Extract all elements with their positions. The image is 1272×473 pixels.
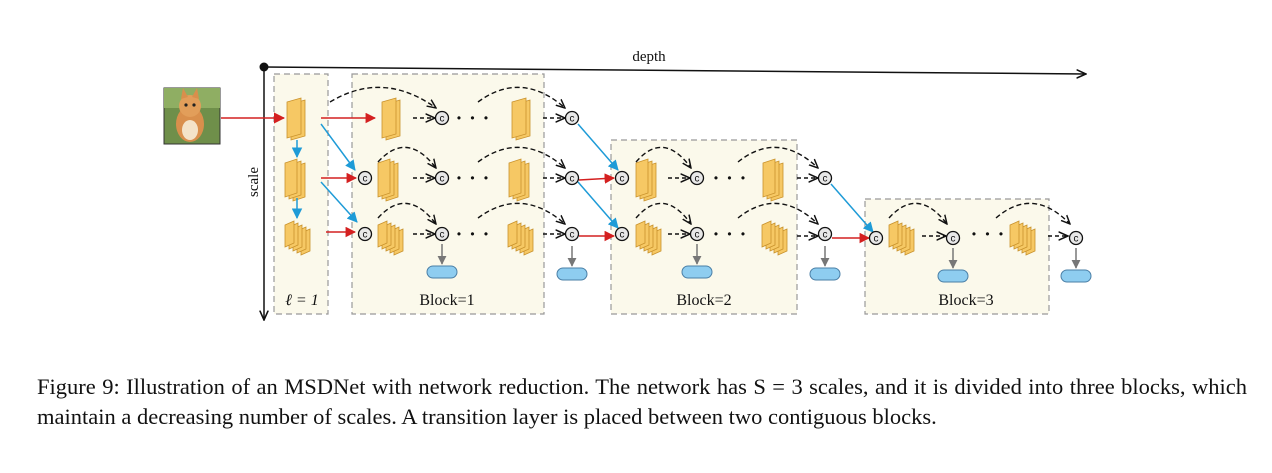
caption-text: Figure 9: Illustration of an MSDNet with… bbox=[37, 374, 1247, 429]
classifier-node bbox=[556, 267, 588, 281]
concat-node: c bbox=[564, 170, 580, 186]
concat-symbol: c bbox=[1074, 234, 1079, 245]
concat-node: c bbox=[1068, 230, 1084, 246]
concat-node: c bbox=[357, 226, 373, 242]
scale-label: scale bbox=[246, 167, 262, 197]
dense-connection-arc bbox=[995, 202, 1070, 224]
dense-connection-arc bbox=[329, 86, 436, 108]
block2-label: Block=2 bbox=[676, 292, 731, 309]
concat-symbol: c bbox=[951, 234, 956, 245]
block1-label: Block=1 bbox=[419, 292, 474, 309]
dense-connection-arc bbox=[737, 202, 818, 224]
feature-map-scale3 bbox=[284, 220, 311, 256]
ellipsis: • • • bbox=[457, 111, 491, 125]
concat-symbol: c bbox=[440, 230, 445, 241]
feature-map-scale3 bbox=[761, 220, 788, 256]
feature-map-scale1 bbox=[511, 97, 531, 141]
concat-node: c bbox=[868, 230, 884, 246]
concat-node: c bbox=[434, 226, 450, 242]
dense-connection-arc bbox=[377, 146, 436, 168]
concat-symbol: c bbox=[570, 230, 575, 241]
concat-node: c bbox=[564, 226, 580, 242]
depth-label: depth bbox=[632, 49, 666, 65]
concat-node: c bbox=[434, 110, 450, 126]
dense-connection-arc bbox=[377, 202, 436, 224]
ellipsis: • • • bbox=[457, 227, 491, 241]
concat-node: c bbox=[434, 170, 450, 186]
concat-symbol: c bbox=[363, 174, 368, 185]
figure-caption: Figure 9: Illustration of an MSDNet with… bbox=[37, 372, 1247, 432]
dense-connection-arc bbox=[737, 146, 818, 168]
classifier-node bbox=[426, 265, 458, 279]
downsample-arrow bbox=[830, 183, 874, 233]
ellipsis: • • • bbox=[457, 171, 491, 185]
concat-node: c bbox=[564, 110, 580, 126]
feature-map-scale1 bbox=[381, 97, 401, 141]
concat-node: c bbox=[817, 226, 833, 242]
feature-map-scale2 bbox=[508, 158, 530, 202]
dense-connection-arc bbox=[477, 202, 565, 224]
concat-symbol: c bbox=[570, 114, 575, 125]
dense-connection-arc bbox=[477, 146, 565, 168]
feature-map-scale2 bbox=[762, 158, 784, 202]
ellipsis: • • • bbox=[714, 171, 748, 185]
dense-connection-arc bbox=[888, 202, 947, 224]
concat-symbol: c bbox=[440, 114, 445, 125]
feature-map-scale3 bbox=[507, 220, 534, 256]
concat-symbol: c bbox=[874, 234, 879, 245]
concat-symbol: c bbox=[695, 230, 700, 241]
downsample-arrow bbox=[320, 181, 358, 223]
msdnet-diagram: depth scale c c c c c • • • • • • • • • c c c c c c c •… bbox=[163, 49, 1092, 340]
classifier-node bbox=[681, 265, 713, 279]
concat-node: c bbox=[689, 170, 705, 186]
feature-map-scale2 bbox=[635, 158, 657, 202]
downsample-arrow bbox=[577, 123, 619, 171]
scale-axis: scale bbox=[246, 67, 264, 320]
dense-connection-arc bbox=[635, 146, 691, 168]
dense-connection-arc bbox=[635, 202, 691, 224]
concat-node: c bbox=[614, 226, 630, 242]
concat-node: c bbox=[357, 170, 373, 186]
feature-map-scale3 bbox=[635, 220, 662, 256]
depth-axis: depth bbox=[259, 49, 1087, 74]
downsample-arrow bbox=[320, 123, 356, 171]
feature-map-scale3 bbox=[1009, 220, 1036, 256]
feature-map-scale2 bbox=[284, 158, 306, 202]
concat-symbol: c bbox=[620, 230, 625, 241]
concat-symbol: c bbox=[570, 174, 575, 185]
classifier-node bbox=[1060, 269, 1092, 283]
classifier-node bbox=[937, 269, 969, 283]
ellipsis: • • • bbox=[972, 227, 1006, 241]
concat-symbol: c bbox=[695, 174, 700, 185]
concat-symbol: c bbox=[363, 230, 368, 241]
ellipsis: • • • bbox=[714, 227, 748, 241]
concat-node: c bbox=[614, 170, 630, 186]
dense-connection-arc bbox=[477, 86, 565, 108]
feature-map-scale3 bbox=[888, 220, 915, 256]
feature-map-scale2 bbox=[377, 158, 399, 202]
concat-node: c bbox=[689, 226, 705, 242]
downsample-arrow bbox=[577, 181, 619, 229]
block3-panel bbox=[864, 198, 1050, 315]
concat-symbol: c bbox=[823, 230, 828, 241]
concat-node: c bbox=[817, 170, 833, 186]
concat-symbol: c bbox=[620, 174, 625, 185]
feature-map-scale1 bbox=[286, 97, 306, 141]
feature-map-scale3 bbox=[377, 220, 404, 256]
concat-node: c bbox=[945, 230, 961, 246]
layer1-label: ℓ = 1 bbox=[285, 292, 318, 309]
concat-symbol: c bbox=[440, 174, 445, 185]
classifier-node bbox=[809, 267, 841, 281]
input-image bbox=[163, 87, 221, 145]
block3-label: Block=3 bbox=[938, 292, 993, 309]
concat-symbol: c bbox=[823, 174, 828, 185]
input-arrow bbox=[578, 173, 616, 184]
